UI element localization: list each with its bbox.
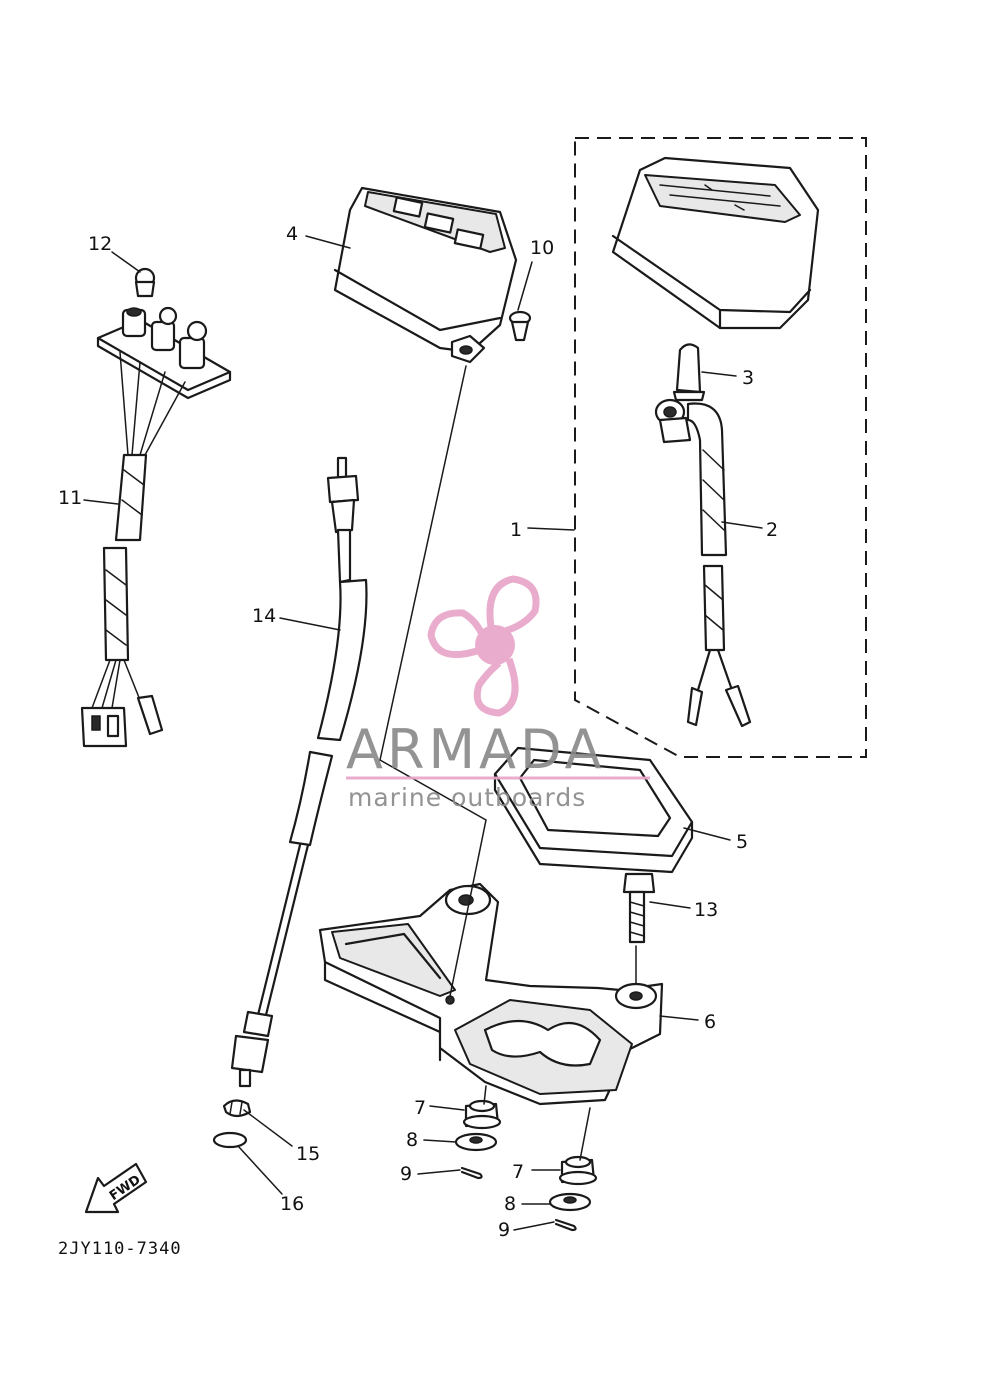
callout-9-right: 9 — [498, 1219, 510, 1241]
callout-6: 6 — [704, 1011, 716, 1033]
grommet-7-right — [558, 1155, 598, 1186]
socket-plate-11 — [80, 306, 232, 748]
callout-8-left: 8 — [406, 1129, 418, 1151]
callout-leaders — [83, 235, 763, 1231]
o-ring-16 — [212, 1131, 248, 1149]
meter-cover-4 — [333, 186, 518, 364]
callout-7-right: 7 — [512, 1161, 524, 1183]
assembly-lines — [379, 365, 637, 1161]
washer-8-left — [454, 1132, 498, 1152]
callout-11: 11 — [58, 487, 82, 509]
callout-13: 13 — [694, 899, 718, 921]
bolt-13 — [622, 872, 656, 944]
bulb-12 — [134, 267, 156, 298]
bulb-3 — [672, 343, 706, 402]
screw-10 — [508, 310, 532, 342]
watermark-brand: ARMADA — [346, 718, 606, 781]
callout-16: 16 — [280, 1193, 304, 1215]
pin-9-left — [460, 1166, 483, 1180]
callout-15: 15 — [296, 1143, 320, 1165]
socket-harness-2 — [654, 398, 752, 728]
callout-12: 12 — [88, 233, 112, 255]
fwd-arrow-icon: FWD — [84, 1162, 148, 1214]
pin-9-right — [554, 1218, 577, 1232]
callout-7-left: 7 — [414, 1097, 426, 1119]
callout-8-right: 8 — [504, 1193, 516, 1215]
propeller-icon — [427, 575, 540, 717]
grommet-7-left — [462, 1099, 502, 1130]
callout-9-left: 9 — [400, 1163, 412, 1185]
callout-3: 3 — [742, 367, 754, 389]
assembly-1-boundary — [574, 137, 867, 758]
speedometer-cable-14 — [230, 456, 368, 1088]
diagram-code: 2JY110-7340 — [58, 1239, 182, 1259]
callout-5: 5 — [736, 831, 748, 853]
callout-labels: 1 2 3 4 5 6 7 7 8 8 9 9 10 11 12 13 14 1… — [58, 223, 778, 1241]
clip-15 — [222, 1099, 252, 1118]
callout-1: 1 — [510, 519, 522, 541]
callout-4: 4 — [286, 223, 298, 245]
callout-14: 14 — [252, 605, 276, 627]
callout-2: 2 — [766, 519, 778, 541]
washer-8-right — [548, 1192, 592, 1212]
bracket-6 — [318, 882, 664, 1106]
meter-assembly — [611, 156, 820, 330]
watermark-tagline: marine outboards — [348, 783, 586, 812]
callout-10: 10 — [530, 237, 554, 259]
watermark: ARMADA marine outboards — [346, 575, 650, 812]
